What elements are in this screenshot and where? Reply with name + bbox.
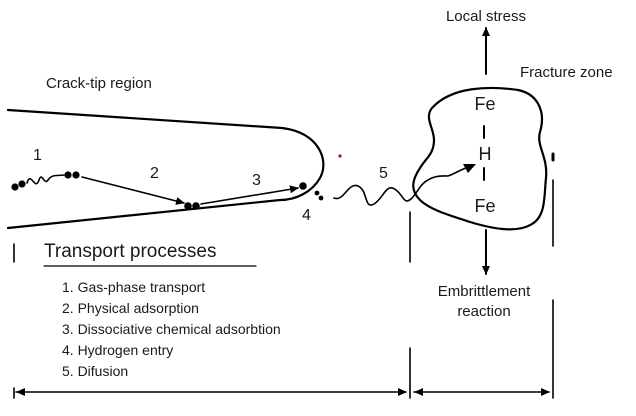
fracture-range-arrow-start <box>414 388 423 396</box>
marker-dot <box>338 154 342 158</box>
hydrogen-molecule-1 <box>11 180 26 191</box>
step-number-3: 3 <box>252 172 261 189</box>
arrow-physical-adsorption <box>81 176 185 205</box>
crack-outline <box>6 108 325 230</box>
local-stress-label: Local stress <box>446 8 526 25</box>
step-number-1: 1 <box>33 147 42 164</box>
fe-top-label: Fe <box>474 94 495 114</box>
diffusion-wave <box>333 167 467 206</box>
h-label: H <box>479 144 492 164</box>
arrow-chemical-adsorption <box>200 185 299 205</box>
step-number-5: 5 <box>379 165 388 182</box>
embrittlement-label-line2: reaction <box>457 303 510 320</box>
hydrogen-molecule-3 <box>184 202 200 210</box>
fe-bottom-label: Fe <box>474 196 495 216</box>
fracture-zone-blob <box>412 86 548 231</box>
hydrogen-molecule-2 <box>64 171 80 179</box>
transport-range-arrow-start <box>16 388 25 396</box>
transport-item-1: 1. Gas-phase transport <box>62 279 205 295</box>
transport-title: Transport processes <box>44 241 216 262</box>
hydrogen-atoms-entry <box>314 190 324 201</box>
diffusion-arrowhead <box>463 164 476 173</box>
hydrogen-atom-adsorbed <box>299 182 307 190</box>
fracture-zone-label: Fracture zone <box>520 64 613 81</box>
transport-item-2: 2. Physical adsorption <box>62 300 199 316</box>
transport-item-4: 4. Hydrogen entry <box>62 342 173 358</box>
transport-item-3: 3. Dissociative chemical adsorbtion <box>62 321 281 337</box>
crack-tip-region-label: Crack-tip region <box>46 75 152 92</box>
embrittlement-label-line1: Embrittlement <box>438 283 531 300</box>
step-number-4: 4 <box>302 207 311 224</box>
gas-phase-squiggle <box>26 174 65 185</box>
transport-item-5: 5. Difusion <box>62 363 128 379</box>
step-number-2: 2 <box>150 165 159 182</box>
